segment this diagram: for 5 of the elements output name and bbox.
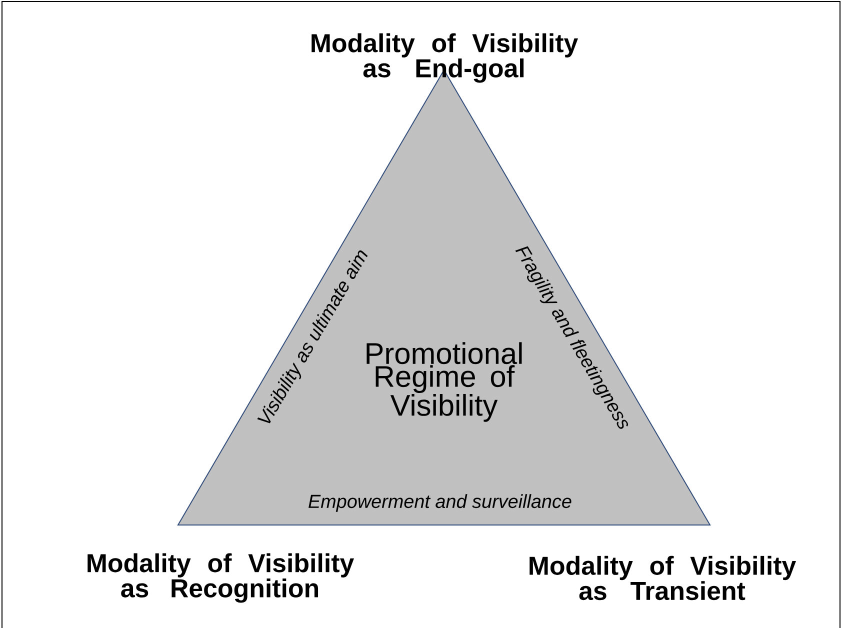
corner-heading: Modality of Visibility as Transient [530, 556, 796, 600]
corner-heading: Modality of Visibility as Recognition [88, 553, 354, 603]
corner-heading: Modality of Visibility as End-goal [312, 33, 578, 83]
side-label: Empowerment and surveillance [308, 494, 572, 512]
center-text: Promotional Regime of Visibility [366, 342, 522, 422]
